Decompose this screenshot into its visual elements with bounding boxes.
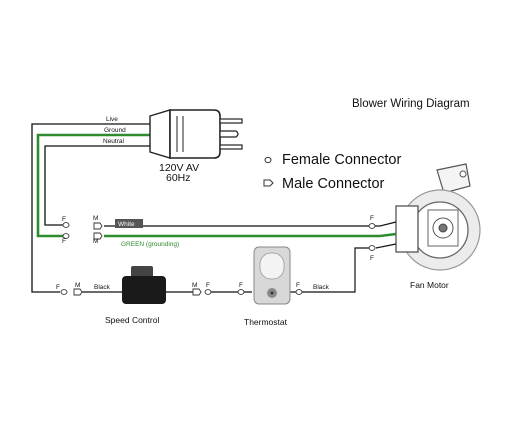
connector-letter-m: M <box>75 282 80 289</box>
speed-control: Speed Control <box>105 266 166 325</box>
speed-control-label: Speed Control <box>105 315 159 325</box>
connector-letter-f: F <box>296 282 300 289</box>
ground-label: Ground <box>104 127 126 134</box>
live-label: Live <box>106 116 118 123</box>
connector-letter-f: F <box>206 282 210 289</box>
connector-letter-f: F <box>370 215 374 222</box>
black-wire-right <box>290 247 372 293</box>
legend-female-label: Female Connector <box>282 152 401 168</box>
connector-letter-m: M <box>192 282 197 289</box>
thermostat-label: Thermostat <box>244 317 288 327</box>
live-wire <box>31 123 150 293</box>
green-wire-label: GREEN (grounding) <box>121 241 179 248</box>
connector-letter-m: M <box>93 238 98 245</box>
connector-m <box>73 288 83 296</box>
connector-labels: F F M M F M M F F F F F <box>56 215 374 291</box>
connector-m <box>192 288 202 296</box>
ground-wire <box>36 133 150 238</box>
diagram-title: Blower Wiring Diagram <box>352 98 470 110</box>
black-wire-label-right: Black <box>313 284 330 291</box>
connector-letter-f: F <box>239 282 243 289</box>
motor-lead <box>375 243 397 249</box>
connector-f <box>237 289 245 295</box>
motor-shaft <box>438 223 448 233</box>
male-connector-icon <box>263 179 274 187</box>
connector-m <box>93 232 103 240</box>
thermostat-button-dot <box>270 291 274 295</box>
fan-motor <box>375 163 481 271</box>
connector-letter-m: M <box>93 215 98 222</box>
neutral-wire <box>44 145 150 226</box>
white-wire-label: White <box>118 221 135 228</box>
fan-motor-label: Fan Motor <box>410 280 449 290</box>
frequency-label: 60Hz <box>166 172 191 184</box>
connector-f <box>368 245 376 251</box>
connector-f <box>295 289 303 295</box>
legend: Female Connector Male Connector <box>263 152 401 192</box>
neutral-label: Neutral <box>103 138 125 145</box>
speed-control-body <box>122 276 166 304</box>
connector-f <box>62 233 70 239</box>
female-connector-icon <box>264 156 272 164</box>
connector-f <box>368 223 376 229</box>
ground-pin <box>219 130 239 138</box>
motor-lead <box>379 221 397 227</box>
voltage-label: 120V AV <box>159 162 199 174</box>
motor-bracket <box>436 163 471 194</box>
motor-ground-lead <box>379 232 397 238</box>
connector-m <box>93 222 103 230</box>
connector-f <box>204 289 212 295</box>
connector-letter-f: F <box>62 238 66 245</box>
connector-letter-f: F <box>62 216 66 223</box>
thermostat-dial <box>259 252 285 280</box>
legend-male-label: Male Connector <box>282 176 385 192</box>
motor-terminal-block <box>395 205 419 253</box>
white-label-bg <box>115 219 143 228</box>
power-plug: Live Ground Neutral 120V AV 60Hz <box>103 109 243 184</box>
plug-prong <box>219 144 243 150</box>
wires <box>31 123 380 293</box>
plug-neck <box>149 109 171 159</box>
connector-letter-f: F <box>370 255 374 262</box>
connector-f <box>62 222 70 228</box>
thermostat: Thermostat <box>244 246 291 327</box>
mount-hole <box>459 170 467 178</box>
connector-f <box>60 289 68 295</box>
black-wire-label-left: Black <box>94 284 111 291</box>
connector-letter-f: F <box>56 284 60 291</box>
speed-control-knob <box>131 266 153 278</box>
plug-prong <box>219 118 243 124</box>
connectors <box>60 222 376 296</box>
